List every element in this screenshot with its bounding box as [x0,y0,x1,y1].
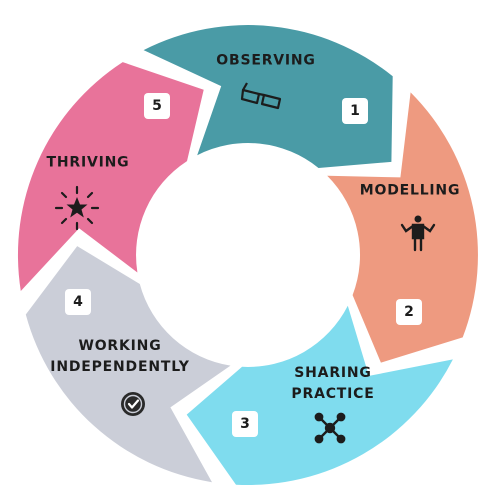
segment-sharing-practice [186,305,453,486]
step-label-modelling: MODELLING [359,182,461,199]
network-icon [314,412,346,444]
glasses-icon [240,82,282,110]
step-number-badge-3: 3 [232,411,258,437]
step-number-badge-1: 1 [342,98,368,124]
sparkle-star-icon [54,185,100,231]
step-number-badge-4: 4 [65,289,91,315]
segment-thriving [17,62,204,291]
step-label-observing: OBSERVING [216,52,316,69]
step-label-working-independently: WORKING INDEPENDENTLY [50,338,190,375]
step-number-badge-5: 5 [144,93,170,119]
badge-check-icon [121,392,145,416]
step-number-badge-2: 2 [396,299,422,325]
person-arms-out-icon [400,215,436,252]
step-label-sharing-practice: SHARING PRACTICE [291,365,375,402]
step-label-thriving: THRIVING [46,154,130,171]
